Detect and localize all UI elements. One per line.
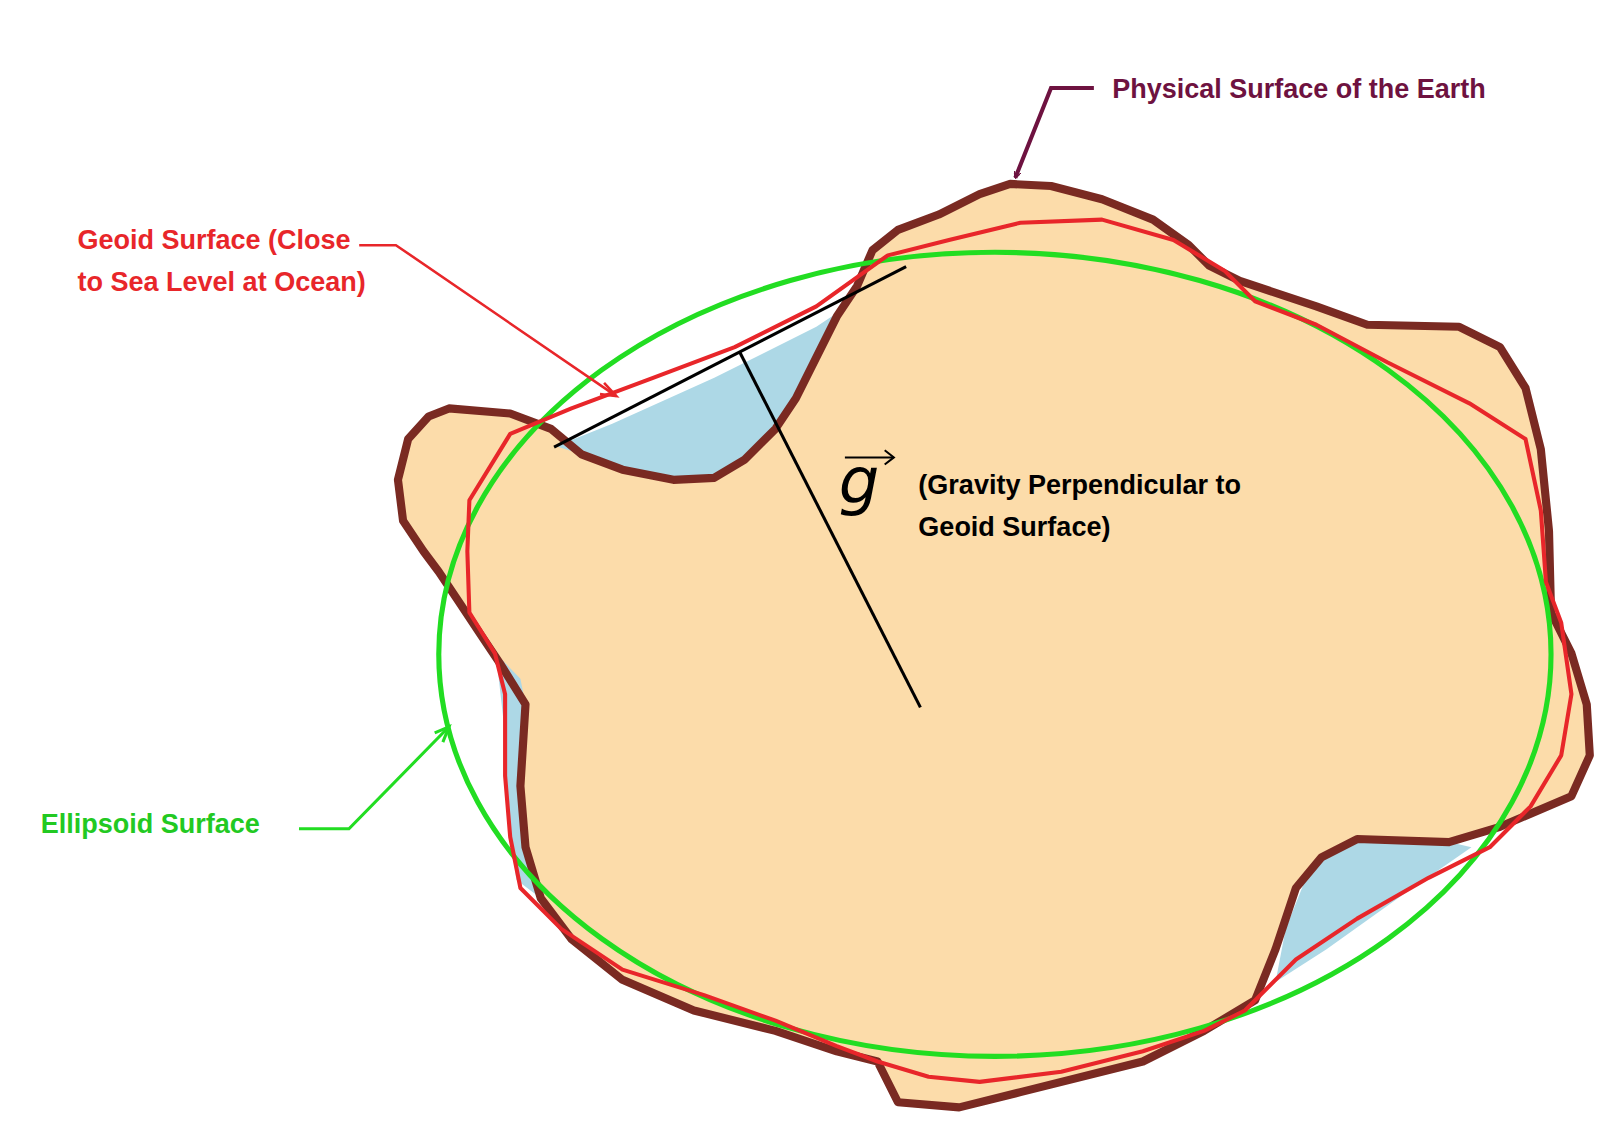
gravity-line	[740, 352, 921, 707]
gravity-symbol: g	[839, 449, 880, 513]
surface-label: Physical Surface of the Earth	[1112, 69, 1486, 111]
leader-line	[299, 727, 449, 829]
geoid-label: Geoid Surface (Close to Sea Level at Oce…	[78, 220, 378, 304]
physical-surface-outline	[398, 184, 1590, 1107]
earth-body	[398, 184, 1590, 1107]
ellipsoid-label: Ellipsoid Surface	[41, 804, 260, 846]
geoid-outline	[467, 220, 1571, 1082]
leader-line	[1015, 88, 1094, 178]
leader-line	[359, 245, 616, 396]
ellipsoid-outline	[439, 252, 1551, 1056]
gravity-note: (Gravity Perpendicular to Geoid Surface)	[918, 465, 1290, 549]
tangent-line	[554, 267, 906, 448]
